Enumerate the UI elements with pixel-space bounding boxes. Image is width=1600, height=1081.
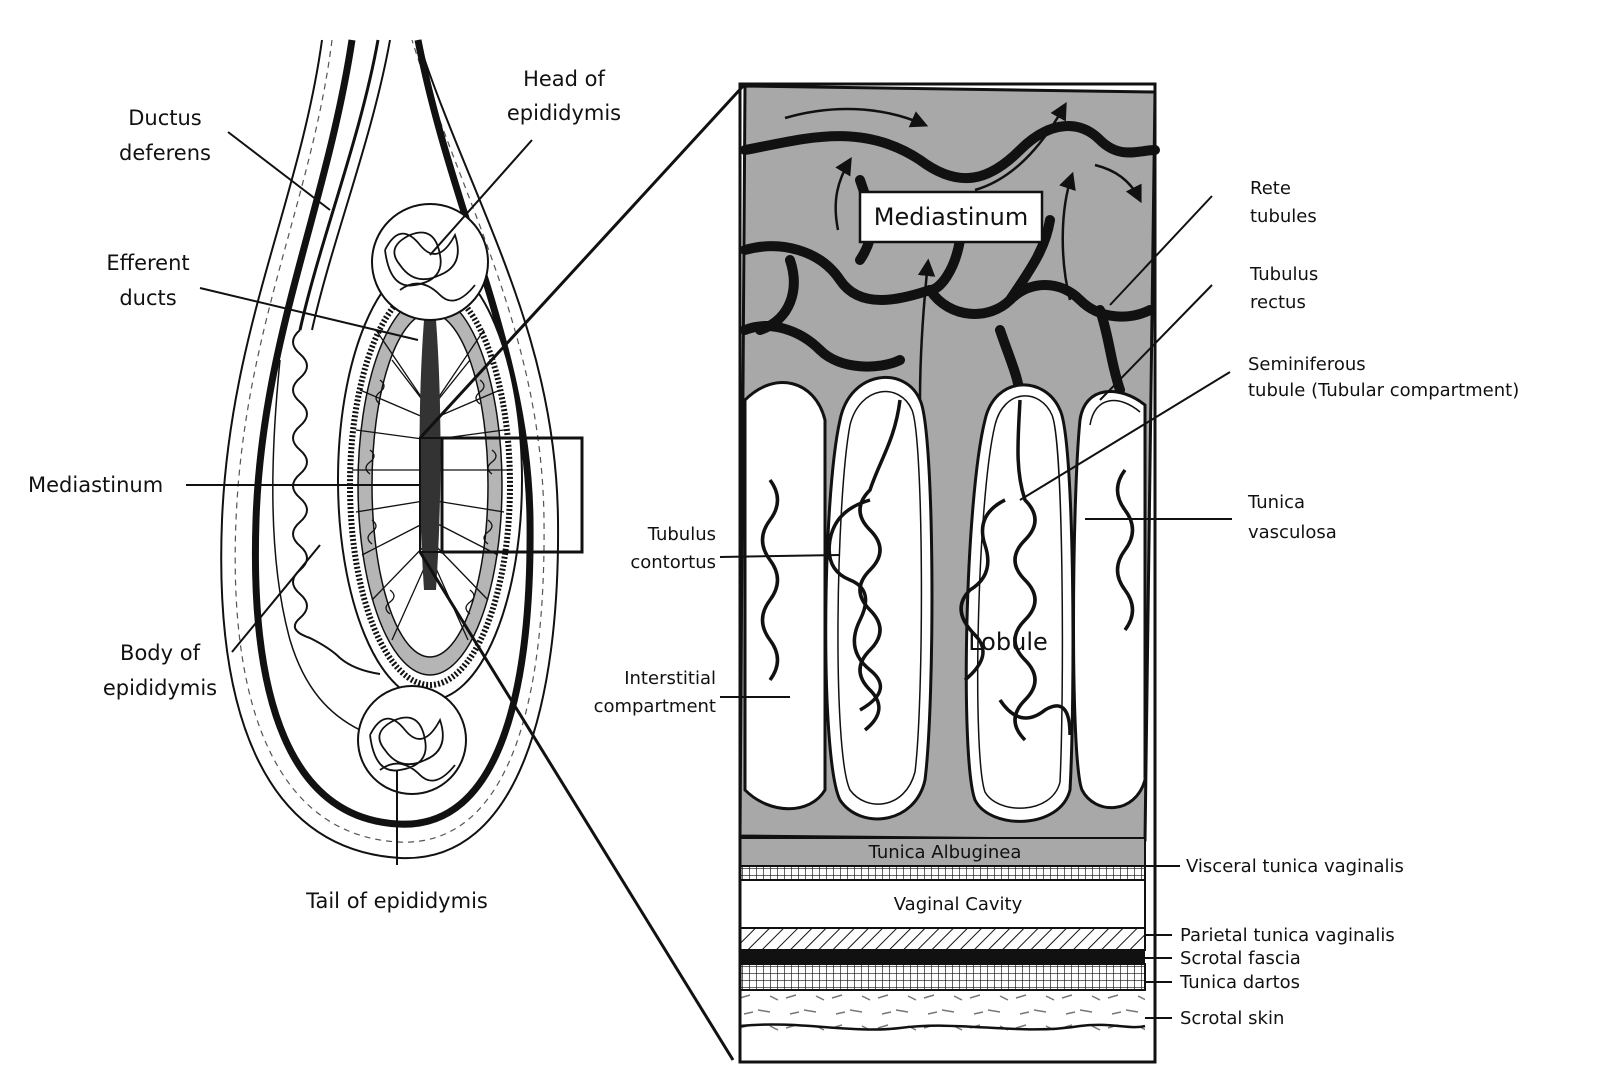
label-efferent-ducts-2: ducts <box>119 286 176 310</box>
mediastinum-label-box <box>858 190 1044 244</box>
label-body-of-epididymis-1: Body of <box>120 641 201 665</box>
scrotal-skin-layer <box>740 990 1145 1034</box>
label-rete-tubules-1: Rete <box>1250 178 1291 199</box>
epididymis-head <box>371 203 489 321</box>
label-interstitial-compartment-1: Interstitial <box>624 668 716 689</box>
label-ductus-deferens-1: Ductus <box>128 106 202 130</box>
label-seminiferous-tubule-1: Seminiferous <box>1248 354 1366 375</box>
label-ductus-deferens-2: deferens <box>119 141 211 165</box>
epididymis-tail <box>357 685 467 795</box>
label-scrotal-fascia: Scrotal fascia <box>1180 948 1301 969</box>
zoom-connector-bottom <box>418 551 735 1061</box>
label-body-of-epididymis-2: epididymis <box>103 676 217 700</box>
zoom-connector-top <box>418 82 747 440</box>
label-parietal-tunica-vaginalis: Parietal tunica vaginalis <box>1180 925 1395 946</box>
label-tunica-dartos: Tunica dartos <box>1179 972 1300 993</box>
lobule-1 <box>824 376 934 821</box>
label-seminiferous-tubule-2: tubule (Tubular compartment) <box>1248 380 1519 401</box>
scrotal-fascia-layer <box>740 950 1145 964</box>
visceral-tunica-vaginalis-layer <box>739 865 1146 881</box>
parietal-tunica-vaginalis-layer <box>739 927 1146 951</box>
label-tunica-vasculosa-2: vasculosa <box>1248 522 1337 543</box>
ductus-deferens <box>298 39 380 331</box>
scrotal-envelope <box>220 39 560 860</box>
label-scrotal-skin: Scrotal skin <box>1180 1008 1284 1029</box>
magnified-section <box>738 82 1160 1064</box>
label-lobule: Lobule <box>968 628 1048 656</box>
label-head-of-epididymis-1: Head of <box>523 67 605 91</box>
label-mediastinum-box: Mediastinum <box>874 203 1028 231</box>
label-tubulus-rectus-1: Tubulus <box>1249 264 1318 285</box>
label-interstitial-compartment-2: compartment <box>594 696 716 717</box>
label-mediastinum-left: Mediastinum <box>28 473 163 497</box>
label-head-of-epididymis-2: epididymis <box>507 101 621 125</box>
tunica-dartos-layer <box>739 963 1146 991</box>
zoom-box-outline <box>440 436 584 554</box>
label-efferent-ducts-1: Efferent <box>106 251 189 275</box>
lobule-3 <box>1072 390 1147 810</box>
lobules <box>743 376 1147 823</box>
label-tail-of-epididymis: Tail of epididymis <box>305 889 488 913</box>
label-tubulus-rectus-2: rectus <box>1250 292 1306 313</box>
label-vaginal-cavity: Vaginal Cavity <box>894 894 1023 915</box>
testis-overview <box>220 39 584 860</box>
testis-lobules <box>352 329 508 641</box>
mediastinum-core <box>419 320 441 590</box>
epididymis-body <box>292 329 381 675</box>
label-tunica-albuginea: Tunica Albuginea <box>868 842 1022 863</box>
labels: Ductus deferens Head of epididymis Effer… <box>28 67 1519 1029</box>
label-visceral-tunica-vaginalis: Visceral tunica vaginalis <box>1186 856 1404 877</box>
label-tunica-vasculosa-1: Tunica <box>1247 492 1305 513</box>
label-tubulus-contortus-1: Tubulus <box>647 524 716 545</box>
leader-lines <box>186 131 1232 1019</box>
label-rete-tubules-2: tubules <box>1250 206 1317 227</box>
magnified-frame <box>738 82 1157 1064</box>
label-tubulus-contortus-2: contortus <box>630 552 716 573</box>
tubulus-contortus-coils <box>760 399 1135 742</box>
lobule-2 <box>964 383 1075 823</box>
lobule-left-edge <box>743 381 827 811</box>
